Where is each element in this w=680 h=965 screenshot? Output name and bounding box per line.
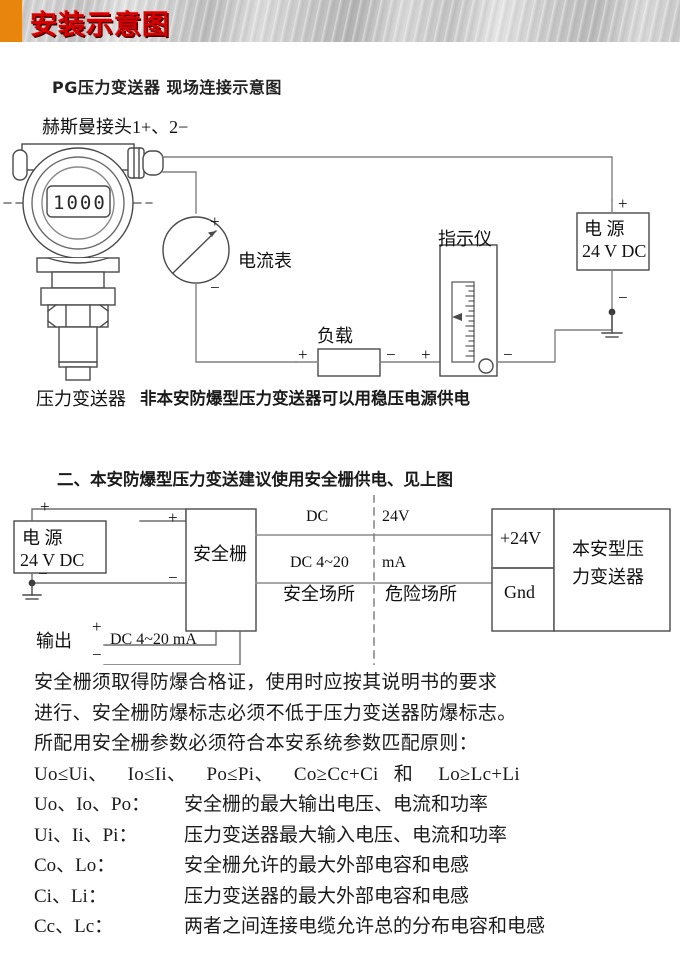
definition-term: Cc、Lc： [34,916,114,937]
power-supply-line2: 24 V DC [582,241,647,261]
page-header: 安装示意图 [0,0,680,42]
definition-row: Ci、Li： 压力变送器的最大外部电容和电感 [34,882,654,913]
definition-term: Co、Lo： [34,855,116,876]
section2-power-minus-sign: − [38,564,48,583]
section2-power-line2: 24 V DC [20,550,85,570]
definition-term: Ui、Ii、Pi： [34,824,138,846]
zone-safe-label: 安全场所 [283,584,355,604]
section1-caption: 非本安防爆型压力变送器可以用稳压电源供电 [140,389,470,408]
transmitter-label: 压力变送器 [36,389,126,409]
definition-row: Ui、Ii、Pi： 压力变送器最大输入电压、电流和功率 [34,821,654,852]
wire-label-dc: DC [306,508,329,525]
notes-paragraph-line: 进行、安全栅防爆标志必须不低于压力变送器防爆标志。 [34,702,517,724]
wire-label-24v: 24V [382,508,410,525]
terminal-plus24v-label: +24V [500,528,542,548]
indicator-minus-sign: − [503,345,513,364]
definition-row: Cc、Lc： 两者之间连接电缆允许总的分布电容和电感 [34,912,654,943]
wire-label-dc420: DC 4~20 [290,554,349,571]
indicator-label: 指示仪 [438,229,492,249]
ammeter-plus-sign: + [210,212,220,231]
notes-block: 安全栅须取得防爆合格证，使用时应按其说明书的要求 进行、安全栅防爆标志必须不低于… [34,668,654,943]
output-value: DC 4~20 mA [110,631,197,648]
section2-power-line1: 电 源 [22,528,63,548]
barrier-minus-sign: − [168,568,178,587]
definition-term: Ci、Li： [34,885,107,907]
wiring-diagram-2 [13,495,671,665]
connector-label: 赫斯曼接头1+、2− [42,117,189,137]
power-minus-sign: − [618,288,628,307]
zone-hazard-label: 危险场所 [385,584,457,604]
page-title: 安装示意图 [30,10,170,41]
power-plus-sign: + [618,194,628,213]
definition-term: Uo、Io、Po： [34,794,151,815]
definition-row: Co、Lo： 安全栅允许的最大外部电容和电感 [34,851,654,882]
device-label-line1: 本安型压 [572,539,644,559]
section2-title: 二、本安防爆型压力变送建议使用安全栅供电、见上图 [57,470,453,489]
load-plus-sign: + [298,345,308,364]
definition-desc: 压力变送器最大输入电压、电流和功率 [184,824,508,846]
power-supply-line1: 电 源 [584,219,625,239]
definition-desc: 压力变送器的最大外部电容和电感 [184,885,470,907]
ammeter-label: 电流表 [238,251,292,271]
notes-paragraph-line: 安全栅须取得防爆合格证，使用时应按其说明书的要求 [34,672,498,693]
definition-row: Uo、Io、Po： 安全栅的最大输出电压、电流和功率 [34,790,654,821]
header-accent-bar [0,0,22,42]
device-label-line2: 力变送器 [572,567,644,587]
load-label: 负载 [317,326,353,346]
definition-desc: 安全栅允许的最大外部电容和电感 [184,855,470,876]
load-minus-sign: − [386,345,396,364]
output-label: 输出 [36,631,72,651]
barrier-plus-sign: + [168,508,178,527]
notes-formula: Uo≤Ui、 Io≤Ii、 Po≤Pi、 Co≥Cc+Ci 和 Lo≥Lc+Li [34,763,520,785]
output-plus-sign: + [92,617,102,636]
notes-paragraph-line: 所配用安全栅参数必须符合本安系统参数匹配原则： [34,733,478,754]
definition-desc: 两者之间连接电缆允许总的分布电容和电感 [184,916,546,937]
section1-subtitle: PG压力变送器 现场连接示意图 [52,78,282,97]
indicator-plus-sign: + [421,345,431,364]
lcd-display-value: 1000 [53,192,107,214]
section2-power-plus-sign: + [40,497,50,516]
output-minus-sign: − [92,645,102,664]
wire-label-ma: mA [382,554,406,571]
terminal-gnd-label: Gnd [504,582,535,602]
ammeter-minus-sign: − [210,278,220,297]
safety-barrier-label: 安全栅 [193,544,247,564]
definition-desc: 安全栅的最大输出电压、电流和功率 [184,794,489,815]
wiring-diagram-1: 1000 [3,143,650,381]
